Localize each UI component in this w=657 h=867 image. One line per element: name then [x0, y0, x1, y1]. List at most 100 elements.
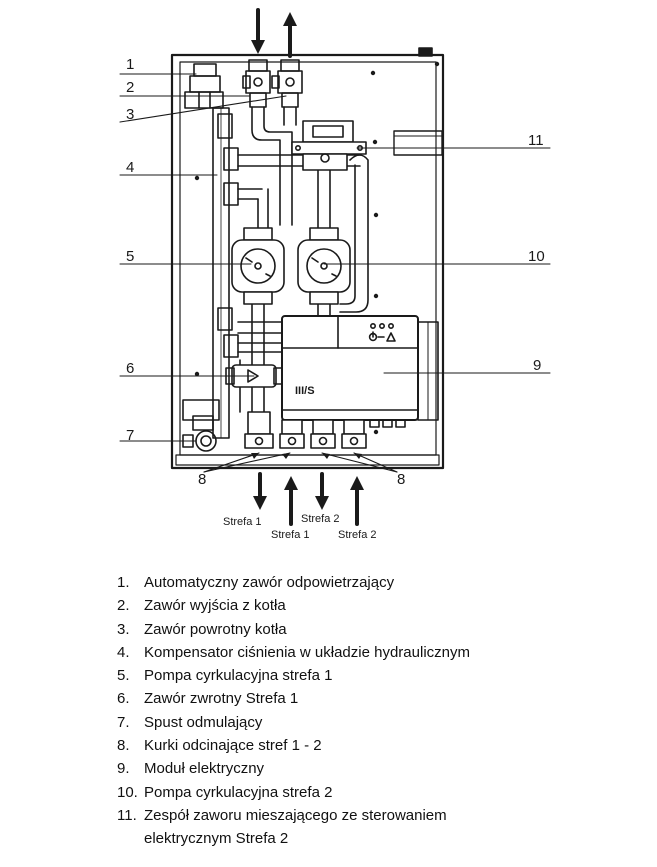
legend-number: 6. — [117, 690, 130, 708]
callout-9: 9 — [533, 357, 541, 374]
legend-item: 5. Pompa cyrkulacyjna strefa 1 — [117, 664, 617, 687]
valve-bottom-nut — [281, 92, 299, 108]
air-vent-cap — [193, 63, 217, 77]
pump-center — [254, 262, 262, 270]
legend-number — [117, 827, 144, 850]
shutoff-valve — [279, 419, 305, 449]
callout-6: 6 — [126, 360, 134, 377]
callout-4: 4 — [126, 159, 134, 176]
drain-outer-ring — [195, 430, 217, 452]
compensator-fitting — [182, 399, 220, 421]
flow-label-zone-2-return: Strefa 2 — [338, 529, 377, 541]
flow-label-zone-1-return: Strefa 1 — [271, 529, 310, 541]
shutoff-valve-body — [281, 419, 303, 435]
legend-item: 6. Zawór zwrotny Strefa 1 — [117, 687, 617, 710]
pipe — [339, 164, 356, 305]
legend-number: 9. — [117, 760, 130, 778]
legend-number: 8. — [117, 737, 130, 755]
pump-motor — [240, 248, 276, 284]
pump-body — [231, 239, 285, 293]
callout-5: 5 — [126, 248, 134, 265]
screw — [434, 61, 440, 67]
screw — [373, 212, 379, 218]
shutoff-valve-handle — [341, 433, 367, 449]
boiler-return-out-arrowhead — [283, 12, 297, 26]
leader-arrowhead — [282, 453, 290, 459]
shutoff-valve-handle — [279, 433, 305, 449]
legend-text: Zawór powrotny kotła — [144, 620, 287, 638]
legend-item: 2. Zawór wyjścia z kotła — [117, 594, 617, 617]
leader-arrowhead — [322, 453, 330, 459]
pump-center — [320, 262, 328, 270]
callout-2: 2 — [126, 79, 134, 96]
legend-item: 11. Zespół zaworu mieszającego ze sterow… — [117, 804, 617, 827]
shutoff-valve — [244, 411, 274, 449]
screw — [373, 293, 379, 299]
legend-number: 10. — [117, 783, 138, 801]
legend-item: 3. Zawór powrotny kotła — [117, 618, 617, 641]
pump-impeller-mark — [311, 257, 319, 263]
pump-impeller-mark — [245, 257, 253, 263]
legend-text: Zespół zaworu mieszającego ze sterowanie… — [144, 806, 447, 824]
module-indicator-leds — [368, 322, 396, 342]
pipe — [251, 106, 281, 226]
flow-label-zone-1-out: Strefa 1 — [223, 516, 262, 528]
legend-number: 5. — [117, 667, 130, 685]
callout-10: 10 — [528, 248, 545, 265]
zone-2-return-in-arrowhead — [350, 476, 364, 490]
pump-bottom-nut — [309, 291, 339, 305]
callout-11: 11 — [528, 132, 544, 149]
valve-bottom-nut — [249, 92, 267, 108]
legend-number: 11. — [117, 806, 137, 824]
shutoff-valve-stem — [254, 436, 264, 446]
zone-1-return-in-arrowhead — [284, 476, 298, 490]
zone-1-flow-out-arrowhead — [253, 496, 267, 510]
boiler-outlet-valve — [242, 59, 271, 108]
pump-top-nut — [243, 227, 273, 241]
zone-2-flow-out-arrowhead — [315, 496, 329, 510]
legend-item: elektrycznym Strefa 2 — [117, 827, 617, 850]
flow-label-zone-2-out: Strefa 2 — [301, 513, 340, 525]
shutoff-valve-body — [247, 411, 271, 435]
screw — [372, 139, 378, 145]
led-icon — [387, 322, 394, 329]
shutoff-valve-handle — [310, 433, 336, 449]
pump-impeller-mark — [331, 273, 337, 277]
leader-line-3 — [119, 95, 287, 123]
callout-leaders — [119, 73, 551, 473]
drain-inner-ring — [200, 435, 212, 447]
compensator-fitting — [223, 147, 239, 171]
shutoff-valve-stem — [349, 436, 359, 446]
legend-item: 1. Automatyczny zawór odpowietrzający — [117, 571, 617, 594]
compensator-fitting — [223, 182, 239, 206]
actuator-window — [312, 125, 344, 138]
module-brand-label: III/S — [295, 385, 315, 397]
circulation-pump-zone-2 — [297, 227, 351, 305]
mixing-valve-actuator — [291, 120, 367, 171]
pump-motor — [306, 248, 342, 284]
wall-bracket — [393, 130, 443, 156]
actuator-shaft — [320, 153, 330, 163]
leader-line-8 — [353, 452, 398, 473]
top-flow-arrows — [251, 8, 297, 58]
compensator-fitting — [217, 307, 233, 331]
callout-numbers: 1 2 3 4 5 6 7 8 8 9 10 11 — [126, 56, 545, 488]
boiler-flow-in-arrowhead — [251, 40, 265, 54]
cable-gland — [395, 419, 406, 428]
pump-body — [297, 239, 351, 293]
callout-3: 3 — [126, 106, 134, 123]
legend-item: 9. Moduł elektryczny — [117, 757, 617, 780]
valve-stem — [285, 77, 295, 87]
leader-arrowhead — [251, 453, 259, 459]
legend-item: 8. Kurki odcinające stref 1 - 2 — [117, 734, 617, 757]
valve-stem — [253, 77, 263, 87]
legend-text: Zawór zwrotny Strefa 1 — [144, 690, 299, 708]
legend-item: 4. Kompensator ciśnienia w układzie hydr… — [117, 641, 617, 664]
cabinet-bottom-strip — [175, 454, 440, 466]
callout-8: 8 — [198, 471, 206, 488]
led-icon — [369, 322, 376, 329]
screw — [194, 175, 200, 181]
pipe — [339, 154, 369, 313]
legend-text: Moduł elektryczny — [144, 760, 265, 778]
air-vent-body — [189, 75, 221, 93]
